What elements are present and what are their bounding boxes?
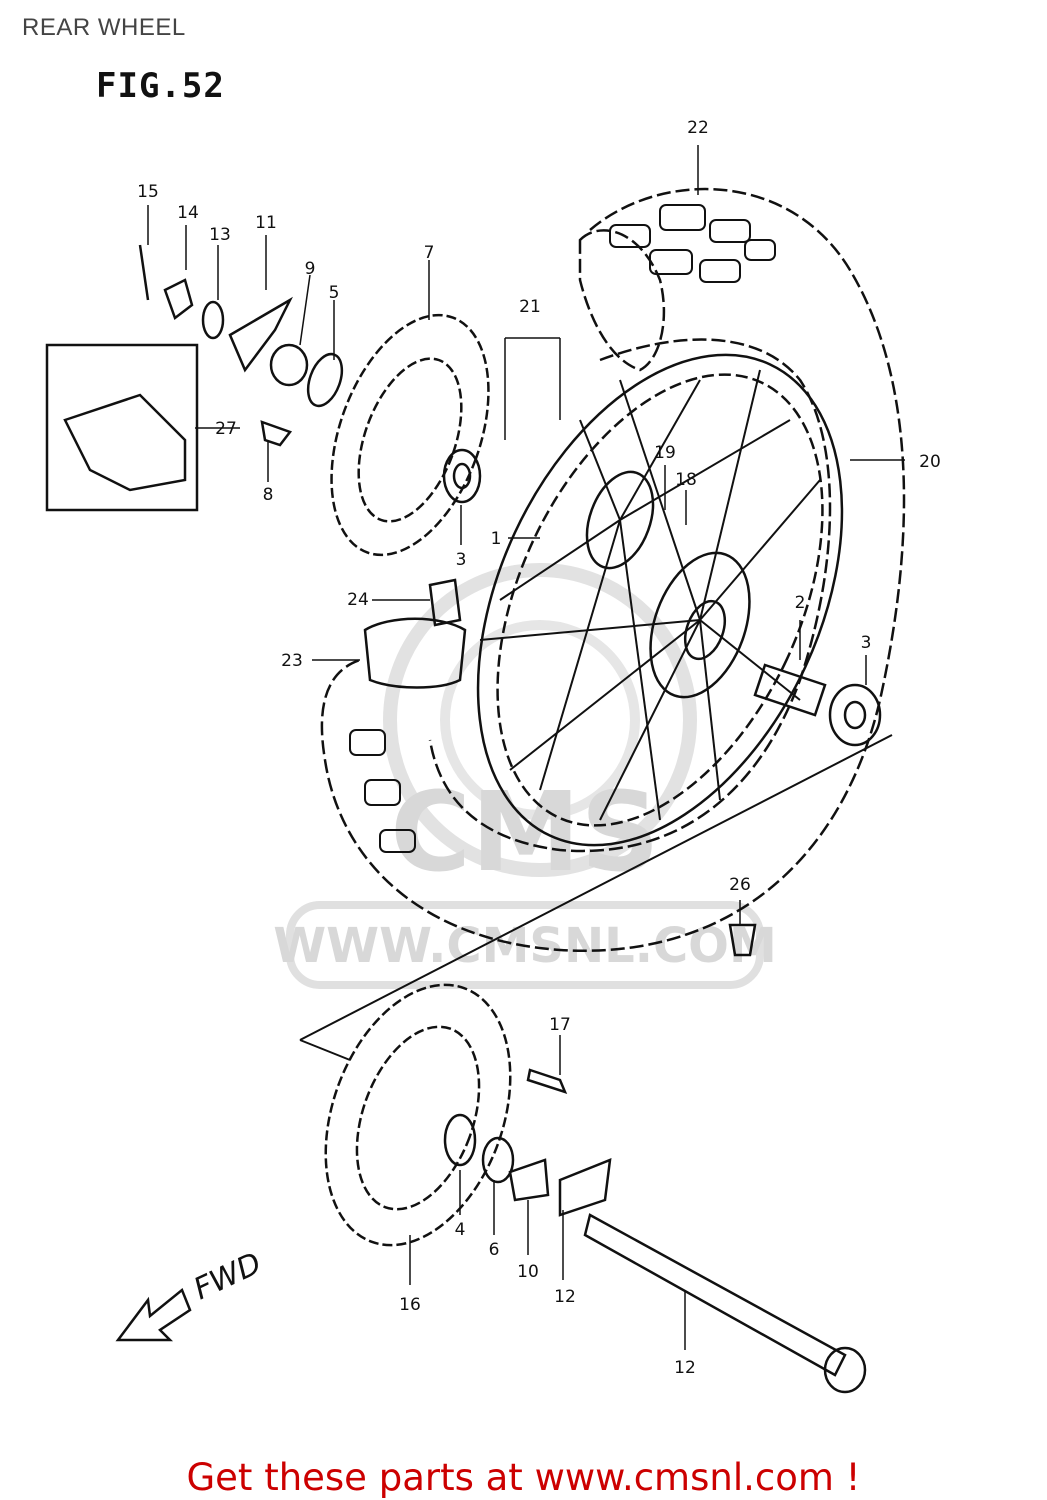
forward-arrow-icon xyxy=(115,1287,192,1342)
footer-shop-link[interactable]: Get these parts at www.cmsnl.com ! xyxy=(186,1456,861,1499)
callouts: 15 14 13 11 9 5 7 21 22 20 27 8 3 1 2 3 … xyxy=(137,118,941,1378)
callout-5: 5 xyxy=(329,283,340,303)
callout-27: 27 xyxy=(215,419,237,439)
assembly-plane-outline xyxy=(299,734,893,1061)
callout-14: 13 xyxy=(209,225,231,245)
callout-17: 16 xyxy=(399,1295,421,1315)
callout-24: 23 xyxy=(281,651,303,671)
sprocket xyxy=(324,983,512,1247)
callout-7: 7 xyxy=(424,243,435,263)
callout-25: 24 xyxy=(347,590,369,610)
callout-20: 19 xyxy=(654,443,676,463)
exploded-parts-diagram: CMS WWW.CMSNL.COM xyxy=(45,118,941,1394)
callout-15: 14 xyxy=(177,203,199,223)
callout-2: 2 xyxy=(795,593,806,613)
hub xyxy=(585,470,751,699)
callout-16: 15 xyxy=(137,182,159,202)
chain-guide xyxy=(45,343,199,512)
callout-11: 11 xyxy=(255,213,277,233)
watermark-brand: CMS xyxy=(390,768,659,896)
callout-19: 18 xyxy=(675,470,697,490)
callout-23: 22 xyxy=(687,118,709,138)
callout-6: 6 xyxy=(489,1240,500,1260)
rim-band xyxy=(363,578,467,689)
callout-18: 17 xyxy=(549,1015,571,1035)
callout-26: 26 xyxy=(729,875,751,895)
callout-1: 1 xyxy=(491,529,502,549)
tire-tread xyxy=(349,204,776,853)
callout-8: 8 xyxy=(263,485,274,505)
axle xyxy=(583,1213,867,1394)
leader-lines xyxy=(147,145,905,1350)
callout-4: 4 xyxy=(455,1220,466,1240)
spokes xyxy=(479,369,821,821)
rim xyxy=(476,353,844,847)
callout-12: 12 xyxy=(554,1287,576,1307)
callout-10: 10 xyxy=(517,1262,539,1282)
callout-3-upper: 3 xyxy=(456,550,467,570)
figure-number: FIG.52 xyxy=(96,66,225,106)
callout-3-lower: 3 xyxy=(861,633,872,653)
forward-direction-label: FWD xyxy=(189,1246,267,1307)
page-title: REAR WHEEL xyxy=(22,14,186,41)
bolts xyxy=(260,420,757,1095)
callout-13: 12 xyxy=(674,1358,696,1378)
callout-22: 21 xyxy=(519,297,541,317)
callout-21: 20 xyxy=(919,452,941,472)
callout-9: 9 xyxy=(305,259,316,279)
small-parts xyxy=(138,244,882,1217)
